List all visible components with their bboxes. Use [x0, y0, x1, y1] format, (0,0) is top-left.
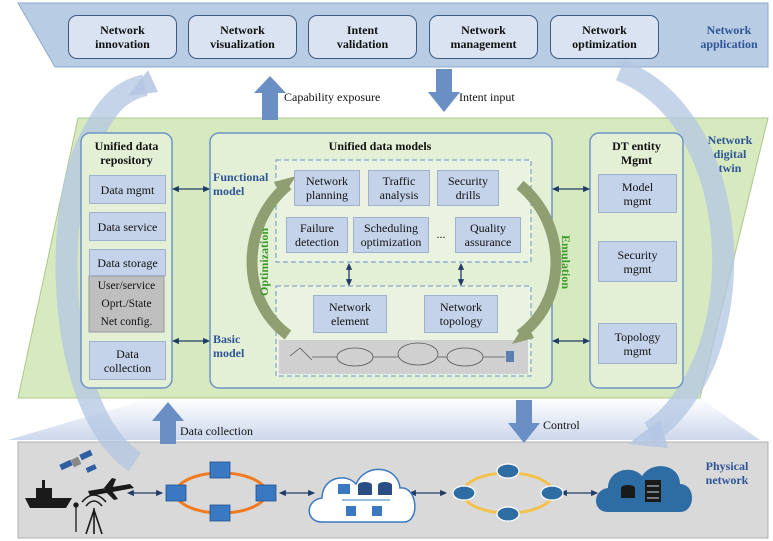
optimization-arc-head	[274, 176, 296, 198]
models-title: Unified data models	[328, 139, 432, 153]
router-icon	[452, 463, 564, 522]
basic-network-topology: Network topology	[424, 295, 498, 333]
basic-network-element: Network element	[313, 295, 387, 333]
repository-title: Unified data repository	[94, 139, 159, 167]
repo-net-config: Net config.	[100, 316, 153, 328]
control-arrow	[508, 400, 540, 443]
fn-failure-detection: Failure detection	[286, 217, 348, 253]
left-loop-arrowhead	[128, 70, 158, 96]
functional-model-label: Functional model	[213, 170, 269, 198]
basic-model-label: Basic model	[213, 332, 245, 360]
entity-security-mgmt: Security mgmt	[598, 241, 677, 282]
repo-user-service: User/service	[97, 280, 156, 292]
app-network-optimization: Network optimization	[550, 15, 659, 59]
satellite-icon	[59, 449, 97, 473]
repo-data-service: Data service	[89, 212, 166, 241]
emulation-arc	[516, 180, 562, 340]
fn-quality-assurance: Quality assurance	[455, 217, 521, 253]
application-layer-label: Network application	[700, 23, 758, 51]
capability-exposure-label: Capability exposure	[284, 90, 381, 104]
fn-scheduling-optimization: Scheduling optimization	[353, 217, 429, 253]
repo-data-mgmt: Data mgmt	[89, 175, 166, 204]
digital-twin-layer-label: Network digital twin	[707, 133, 753, 175]
physical-layer-label: Physical network	[705, 459, 749, 487]
left-loop-arrow	[55, 74, 148, 472]
storage-detail-block	[88, 275, 165, 333]
data-collection-label: Data collection	[180, 424, 253, 438]
capability-exposure-arrow	[254, 76, 286, 120]
repo-oprt-state: Oprt./State	[101, 298, 152, 310]
airplane-icon	[88, 478, 134, 500]
switch-icon	[165, 461, 277, 522]
storage-cloud-icon	[596, 466, 692, 512]
app-network-innovation: Network innovation	[68, 15, 177, 59]
perspective-wedge	[8, 398, 760, 440]
optimization-label: Optimization	[257, 228, 271, 296]
optimization-arc	[246, 180, 292, 340]
app-intent-validation: Intent validation	[308, 15, 417, 59]
repo-data-collection: Data collection	[89, 341, 166, 380]
emulation-arc-head	[512, 322, 534, 344]
ship-icon	[25, 480, 72, 508]
fn-traffic-analysis: Traffic analysis	[368, 170, 430, 206]
fn-network-planning: Network planning	[294, 170, 360, 206]
entity-topology-mgmt: Topology mgmt	[598, 323, 677, 364]
data-collection-arrow	[152, 402, 184, 444]
cell-tower-icon	[81, 494, 107, 535]
entity-model-mgmt: Model mgmt	[598, 174, 677, 213]
intent-input-label: Intent input	[459, 90, 515, 104]
intent-input-arrow	[428, 69, 460, 112]
server-icon	[338, 482, 392, 516]
control-label: Control	[543, 418, 580, 432]
fn-security-drills: Security drills	[437, 170, 499, 206]
app-network-visualization: Network visualization	[188, 15, 297, 59]
entity-title: DT entity Mgmt	[612, 139, 661, 167]
right-loop-arrow	[615, 59, 735, 442]
emulation-label: Emulation	[559, 234, 573, 289]
app-network-management: Network management	[429, 15, 538, 59]
topology-sketch	[289, 342, 514, 367]
fn-ellipsis: ...	[436, 227, 446, 241]
antenna-icon	[73, 502, 79, 532]
repo-data-storage: Data storage	[89, 249, 166, 276]
right-loop-arrowhead	[628, 420, 668, 448]
